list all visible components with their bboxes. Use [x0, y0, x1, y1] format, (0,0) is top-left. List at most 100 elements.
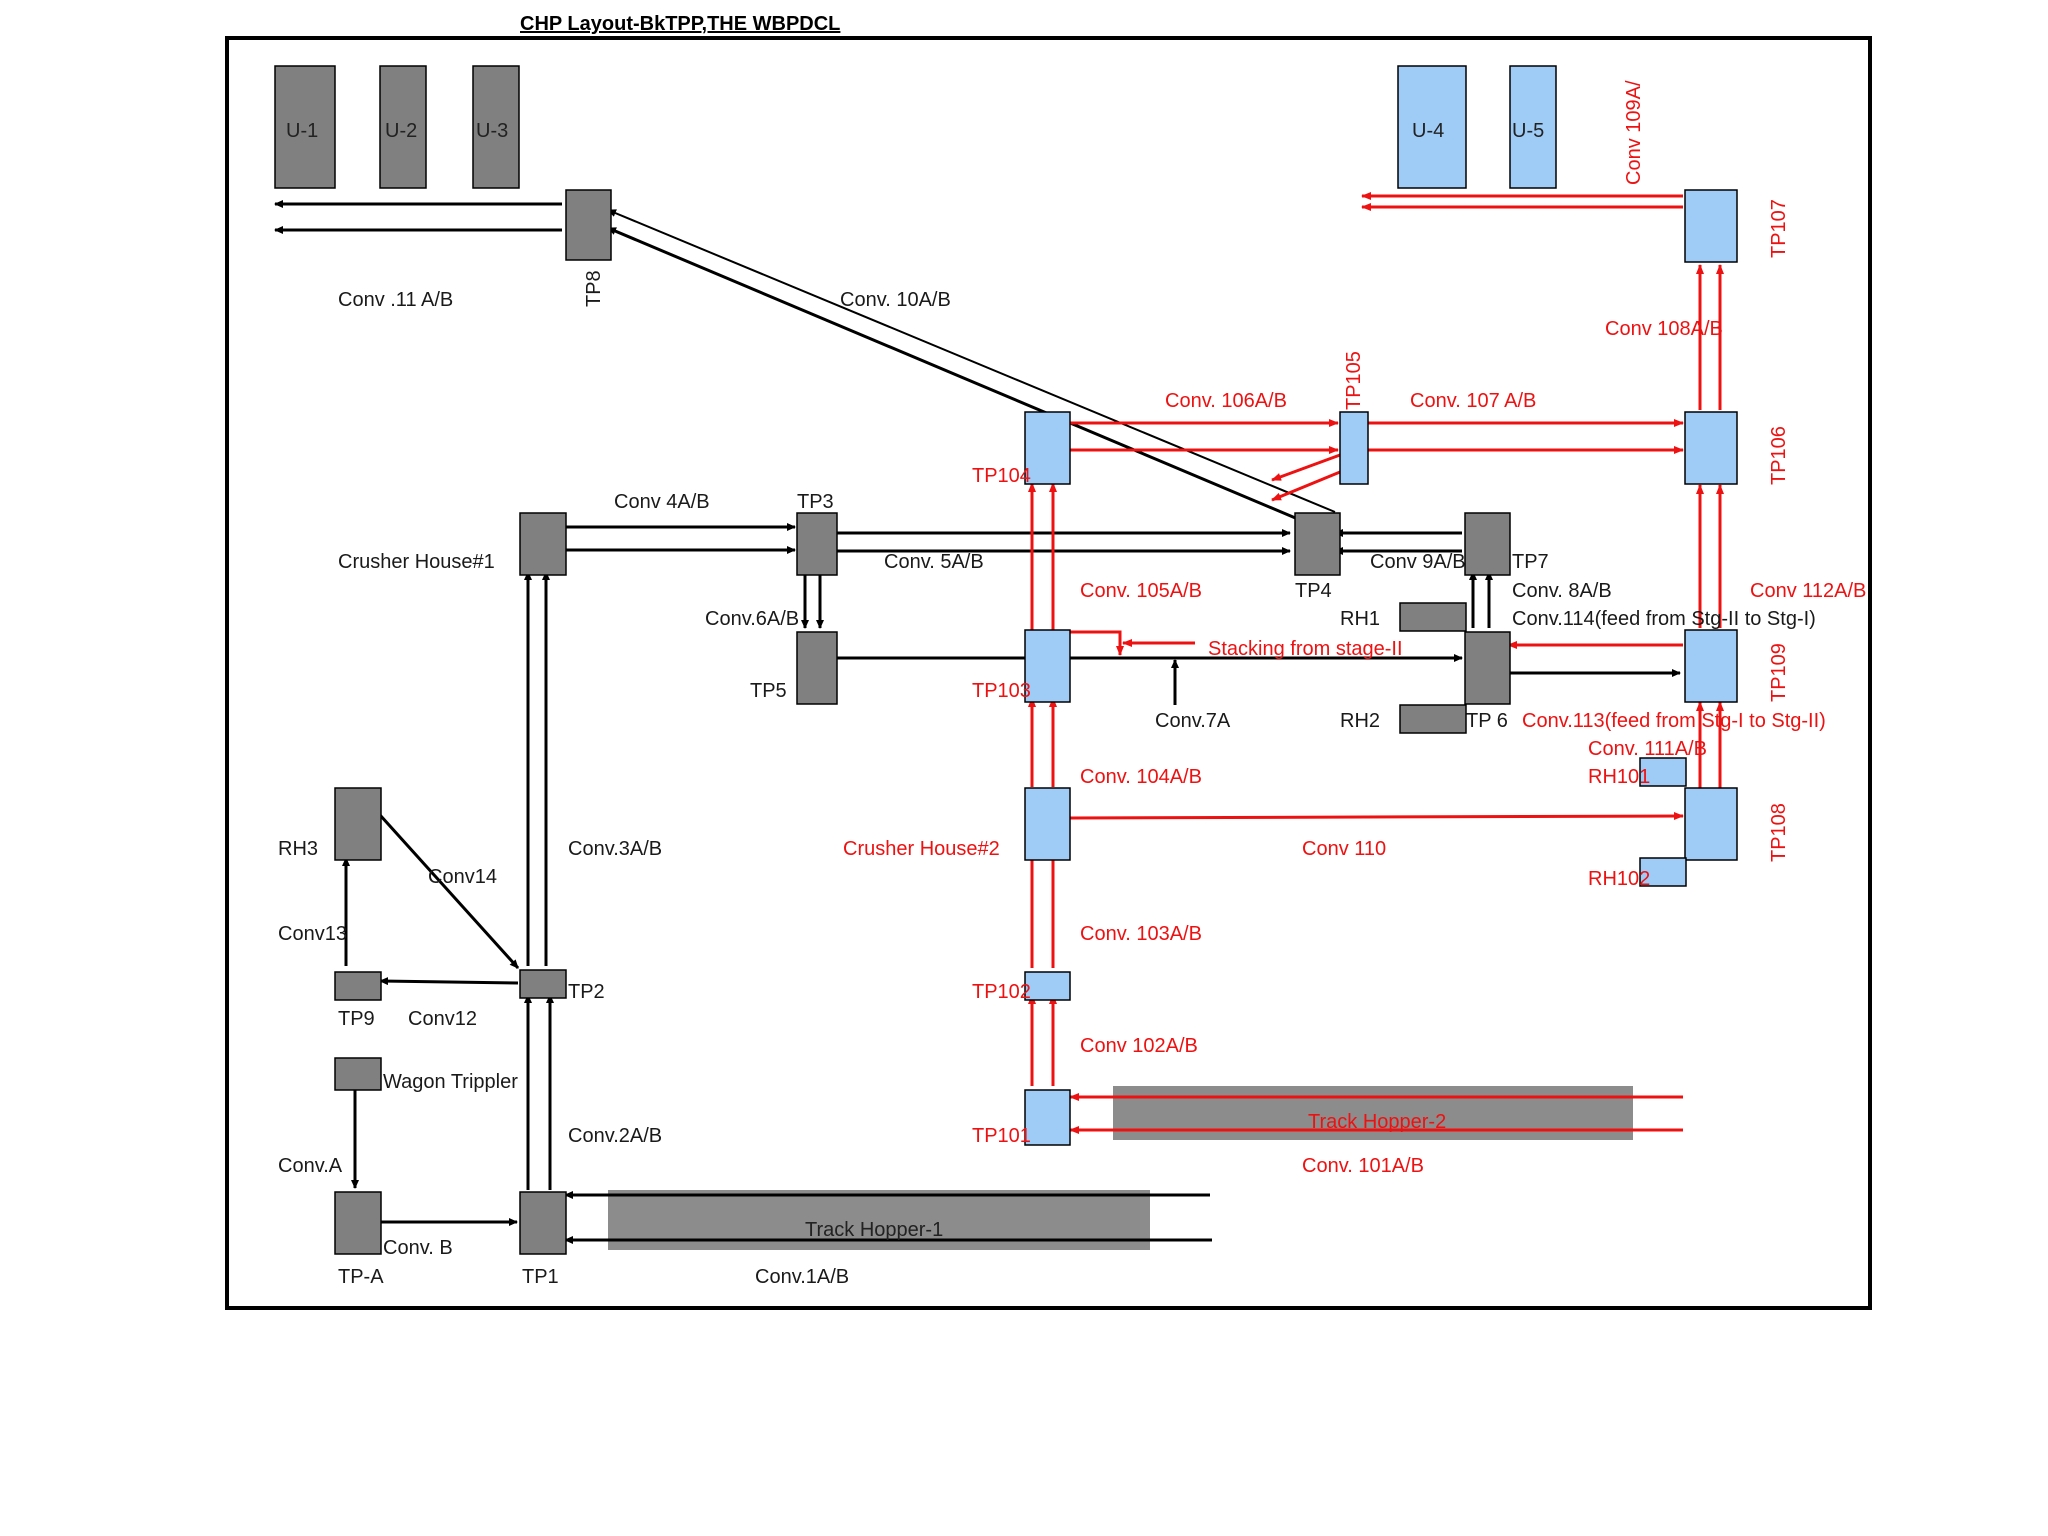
rh101-label: RH101: [1588, 766, 1650, 788]
tp2-block: [519, 969, 567, 999]
conv-110-label: Conv 110: [1302, 838, 1386, 860]
tp103-label: TP103: [972, 680, 1031, 702]
tp109-block: [1684, 629, 1738, 703]
tp103-block: [1024, 629, 1071, 703]
conv-106-label: Conv. 106A/B: [1165, 390, 1287, 412]
tp101-label: TP101: [972, 1125, 1031, 1147]
tp102-block: [1024, 971, 1071, 1001]
unit-5-block: [1509, 65, 1557, 189]
unit-4-label: U-4: [1412, 120, 1444, 142]
conv-113-label: Conv.113(feed from Stg-I to Stg-II): [1522, 710, 1826, 732]
conv-10-label: Conv. 10A/B: [840, 289, 951, 311]
red-labels: Conv 109A/ TP107 Conv 108A/B TP105 Conv.…: [843, 80, 1866, 1177]
conv-102-label: Conv 102A/B: [1080, 1035, 1198, 1057]
tp105-block: [1339, 411, 1369, 485]
tp1-label: TP1: [522, 1266, 559, 1288]
tp7-label: TP7: [1512, 551, 1549, 573]
tp5-block: [796, 631, 838, 705]
wagon-trippler-label: Wagon Trippler: [383, 1071, 518, 1093]
tp8-label: TP8: [583, 270, 605, 307]
conv-3-label: Conv.3A/B: [568, 838, 662, 860]
unit-5-label: U-5: [1512, 120, 1544, 142]
crusher-house-2-block: [1024, 787, 1071, 861]
conv-b-label: Conv. B: [383, 1237, 453, 1259]
diagram-title: CHP Layout-BkTPP,THE WBPDCL: [520, 13, 840, 35]
conv-4-label: Conv 4A/B: [614, 491, 710, 513]
tp6-label: TP 6: [1466, 710, 1508, 732]
conv-112-label: Conv 112A/B: [1750, 580, 1866, 602]
conv-6-label: Conv.6A/B: [705, 608, 799, 630]
unit-1-block: [274, 65, 336, 189]
tp3-label: TP3: [797, 491, 834, 513]
tp7-block: [1464, 512, 1511, 576]
conv-111-label: Conv. 111A/B: [1588, 738, 1707, 760]
unit-2-label: U-2: [385, 120, 417, 142]
conv-107-label: Conv. 107 A/B: [1410, 390, 1536, 412]
stage-2-buildings: [1024, 65, 1738, 1146]
tp106-block: [1684, 411, 1738, 485]
rh3-block: [334, 787, 382, 861]
crusher-house-2-label: Crusher House#2: [843, 838, 1000, 860]
tp3-block: [796, 512, 838, 576]
crusher-house-1-label: Crusher House#1: [338, 551, 495, 573]
rh101-block: [1639, 757, 1687, 787]
stacking-label: Stacking from stage-II: [1208, 638, 1403, 660]
tp6-block: [1464, 631, 1511, 705]
unit-2-block: [379, 65, 427, 189]
conv-105-label: Conv. 105A/B: [1080, 580, 1202, 602]
tp9-block: [334, 971, 382, 1001]
tp102-label: TP102: [972, 981, 1031, 1003]
conv-1-label: Conv.1A/B: [755, 1266, 849, 1288]
red-conveyors: [1028, 192, 1724, 1134]
tp9-label: TP9: [338, 1008, 375, 1030]
conv-109-label: Conv 109A/: [1623, 80, 1645, 185]
tp8-block: [565, 189, 612, 261]
conv-5-label: Conv. 5A/B: [884, 551, 984, 573]
tp2-label: TP2: [568, 981, 605, 1003]
tp104-block: [1024, 411, 1071, 485]
unit-4-block: [1397, 65, 1467, 189]
tp4-block: [1294, 512, 1341, 576]
tp105-label: TP105: [1343, 351, 1365, 410]
conv-101-label: Conv. 101A/B: [1302, 1155, 1424, 1177]
conv-103-label: Conv. 103A/B: [1080, 923, 1202, 945]
conv-13-label: Conv13: [278, 923, 347, 945]
tp101-block: [1024, 1089, 1071, 1146]
rh2-block: [1399, 704, 1467, 734]
tp1-block: [519, 1191, 567, 1255]
tp-a-label: TP-A: [338, 1266, 384, 1288]
unit-3-label: U-3: [476, 120, 508, 142]
unit-3-block: [472, 65, 520, 189]
black-labels: U-1 U-2 U-3 U-4 U-5 TP8 Conv .11 A/B Con…: [278, 120, 1816, 1288]
rh1-label: RH1: [1340, 608, 1380, 630]
tp5-label: TP5: [750, 680, 787, 702]
crusher-house-1-block: [519, 512, 567, 576]
rh1-block: [1399, 602, 1467, 632]
black-conveyors: [274, 200, 1681, 1244]
conv-2-label: Conv.2A/B: [568, 1125, 662, 1147]
conv-a-label: Conv.A: [278, 1155, 343, 1177]
rh2-label: RH2: [1340, 710, 1380, 732]
conv-114-label: Conv.114(feed from Stg-II to Stg-I): [1512, 608, 1816, 630]
conv-12-label: Conv12: [408, 1008, 477, 1030]
tp107-block: [1684, 189, 1738, 263]
wagon-trippler-block: [334, 1057, 382, 1091]
tp4-label: TP4: [1295, 580, 1332, 602]
conv-9-label: Conv 9A/B: [1370, 551, 1466, 573]
conv-7a-label: Conv.7A: [1155, 710, 1231, 732]
tp-a-block: [334, 1191, 382, 1255]
conv-8-label: Conv. 8A/B: [1512, 580, 1612, 602]
tp106-label: TP106: [1768, 426, 1790, 485]
layout-border: [225, 36, 1872, 1310]
conv-108-label: Conv 108A/B: [1605, 318, 1723, 340]
conv-11-label: Conv .11 A/B: [338, 289, 453, 311]
conv-104-label: Conv. 104A/B: [1080, 766, 1202, 788]
track-hopper-2-label: Track Hopper-2: [1308, 1111, 1446, 1133]
tp107-label: TP107: [1768, 199, 1790, 258]
rh3-label: RH3: [278, 838, 318, 860]
stage-1-buildings: [274, 65, 1511, 1255]
tp108-block: [1684, 787, 1738, 861]
conv-14-label: Conv14: [428, 866, 497, 888]
rh102-label: RH102: [1588, 868, 1650, 890]
